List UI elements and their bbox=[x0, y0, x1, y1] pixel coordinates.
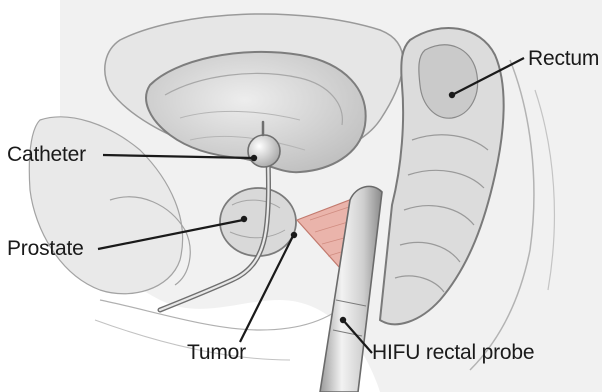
rectum-label: Rectum bbox=[528, 48, 599, 69]
tumor-label: Tumor bbox=[187, 342, 246, 363]
catheter-label: Catheter bbox=[7, 144, 86, 165]
hifu-probe-label: HIFU rectal probe bbox=[372, 342, 534, 363]
prostate-label: Prostate bbox=[7, 238, 84, 259]
